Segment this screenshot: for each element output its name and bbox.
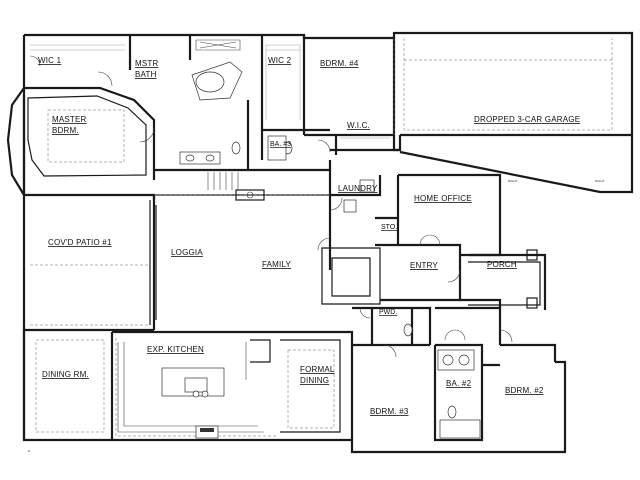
label-loggia: LOGGIA bbox=[171, 248, 203, 257]
label-home-office: HOME OFFICE bbox=[414, 194, 472, 203]
label-laundry: LAUNDRY bbox=[338, 184, 378, 193]
label-entry: ENTRY bbox=[410, 261, 438, 270]
doors bbox=[29, 55, 513, 358]
label-wic: W.I.C. bbox=[347, 121, 370, 130]
garage-note-2: RIGHT bbox=[595, 179, 605, 183]
label-mstr-bath-1: MSTR bbox=[135, 59, 158, 68]
label-wic2: WIC 2 bbox=[268, 56, 292, 65]
ceiling-lines bbox=[30, 38, 613, 437]
label-exp-kitchen: EXP. KITCHEN bbox=[147, 345, 204, 354]
label-formal-2: DINING bbox=[300, 376, 329, 385]
label-bdrm3: BDRM. #3 bbox=[370, 407, 409, 416]
label-covd-patio: COV'D PATIO #1 bbox=[48, 238, 112, 247]
label-family: FAMILY bbox=[262, 260, 292, 269]
room-labels: WIC 1 MSTR BATH WIC 2 BDRM. #4 DROPPED 3… bbox=[38, 56, 580, 416]
label-ba3: BA. #3 bbox=[270, 141, 291, 148]
label-mstr-bath-2: BATH bbox=[135, 70, 157, 79]
label-wic1: WIC 1 bbox=[38, 56, 62, 65]
label-ba2: BA. #2 bbox=[446, 379, 472, 388]
label-porch: PORCH bbox=[487, 260, 517, 269]
label-sto: STO. bbox=[381, 224, 397, 231]
label-garage: DROPPED 3-CAR GARAGE bbox=[474, 115, 580, 124]
garage-note-1: RIGHT bbox=[508, 179, 518, 183]
label-master-2: BDRM. bbox=[52, 126, 79, 135]
label-formal-1: FORMAL bbox=[300, 365, 335, 374]
label-pwd: PWD. bbox=[379, 309, 397, 316]
label-master-1: MASTER bbox=[52, 115, 87, 124]
corner-note: N bbox=[28, 449, 30, 453]
label-bdrm4: BDRM. #4 bbox=[320, 59, 359, 68]
label-dining-rm: DINING RM. bbox=[42, 370, 89, 379]
fixtures bbox=[30, 39, 481, 439]
label-bdrm2: BDRM. #2 bbox=[505, 386, 544, 395]
